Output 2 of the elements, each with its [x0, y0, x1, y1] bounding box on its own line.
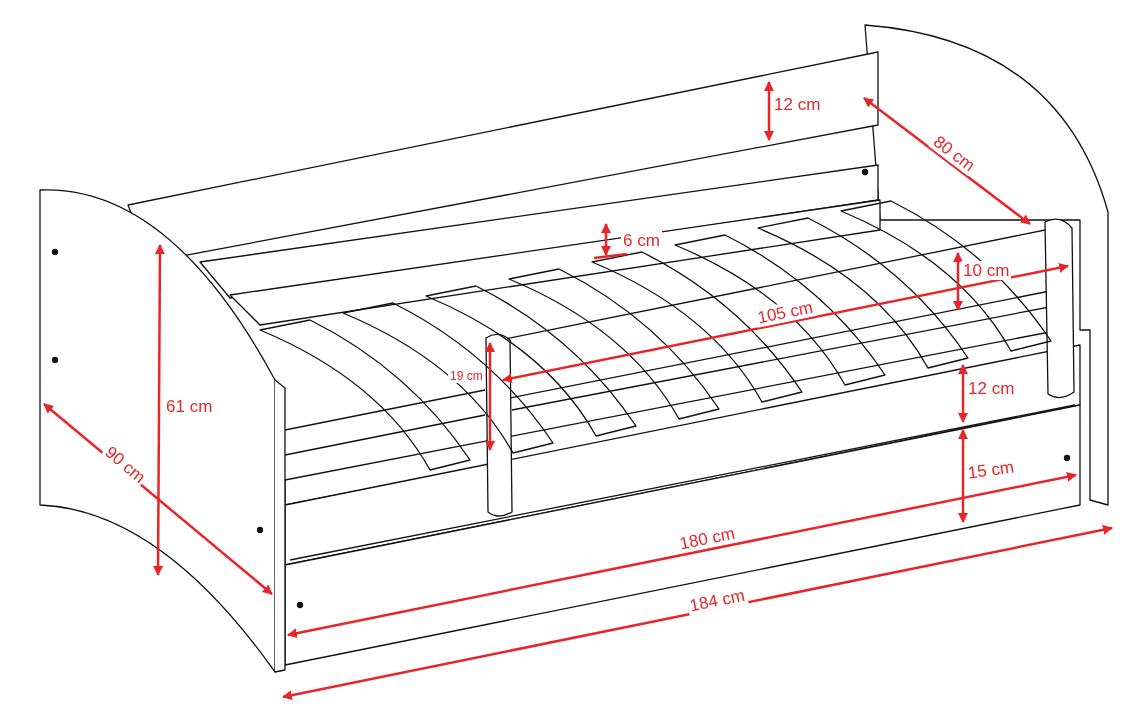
dimension-label: 19 cm [448, 369, 485, 383]
dimension-label: 10 cm [961, 261, 1012, 280]
